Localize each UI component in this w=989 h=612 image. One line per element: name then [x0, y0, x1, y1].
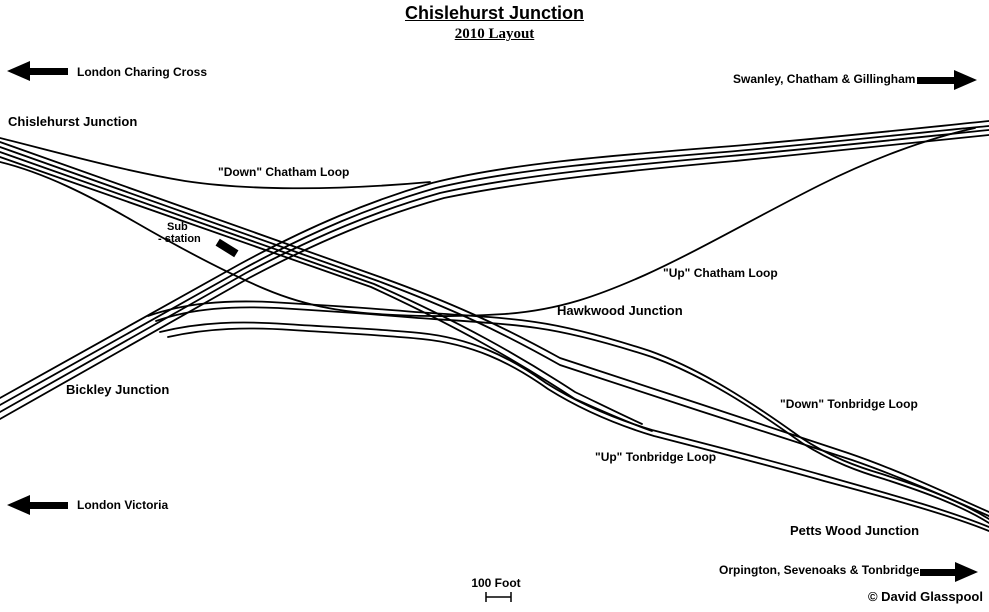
west-arrow-icon — [7, 61, 68, 81]
copyright-notice: © David Glasspool — [867, 589, 983, 604]
tonbridge-loop-tracks — [147, 300, 989, 532]
route-label-orpington: Orpington, Sevenoaks & Tonbridge — [719, 563, 920, 577]
route-label-victoria: London Victoria — [77, 498, 169, 512]
west-arrow-icon — [7, 495, 68, 515]
substation-building — [215, 238, 239, 258]
scale-bar — [485, 592, 512, 602]
east-arrow-icon — [920, 562, 978, 582]
loop-label-down-tonbridge: "Down" Tonbridge Loop — [780, 397, 918, 411]
substation-label: Sub - station — [158, 221, 201, 245]
substation-label-line2: - station — [158, 232, 201, 245]
up-chatham-loop-track — [0, 127, 976, 317]
chatham-main-line-tracks — [0, 120, 989, 420]
down-chatham-loop-track — [0, 137, 431, 190]
junction-label-chislehurst: Chislehurst Junction — [8, 114, 138, 129]
junction-label-bickley: Bickley Junction — [66, 382, 170, 397]
route-label-swanley: Swanley, Chatham & Gillingham — [733, 72, 916, 86]
substation-label-line1: Sub — [167, 221, 188, 233]
scale-label: 100 Foot — [471, 576, 521, 590]
route-label-charing-cross: London Charing Cross — [77, 65, 207, 79]
junction-label-hawkwood: Hawkwood Junction — [557, 303, 683, 318]
page-subtitle: 2010 Layout — [454, 26, 535, 42]
junction-label-petts-wood: Petts Wood Junction — [790, 523, 920, 538]
loop-label-down-chatham: "Down" Chatham Loop — [218, 165, 350, 179]
page-title: Chislehurst Junction — [404, 3, 584, 23]
loop-label-up-chatham: "Up" Chatham Loop — [663, 266, 778, 280]
loop-label-up-tonbridge: "Up" Tonbridge Loop — [595, 450, 717, 464]
east-arrow-icon — [917, 70, 977, 90]
